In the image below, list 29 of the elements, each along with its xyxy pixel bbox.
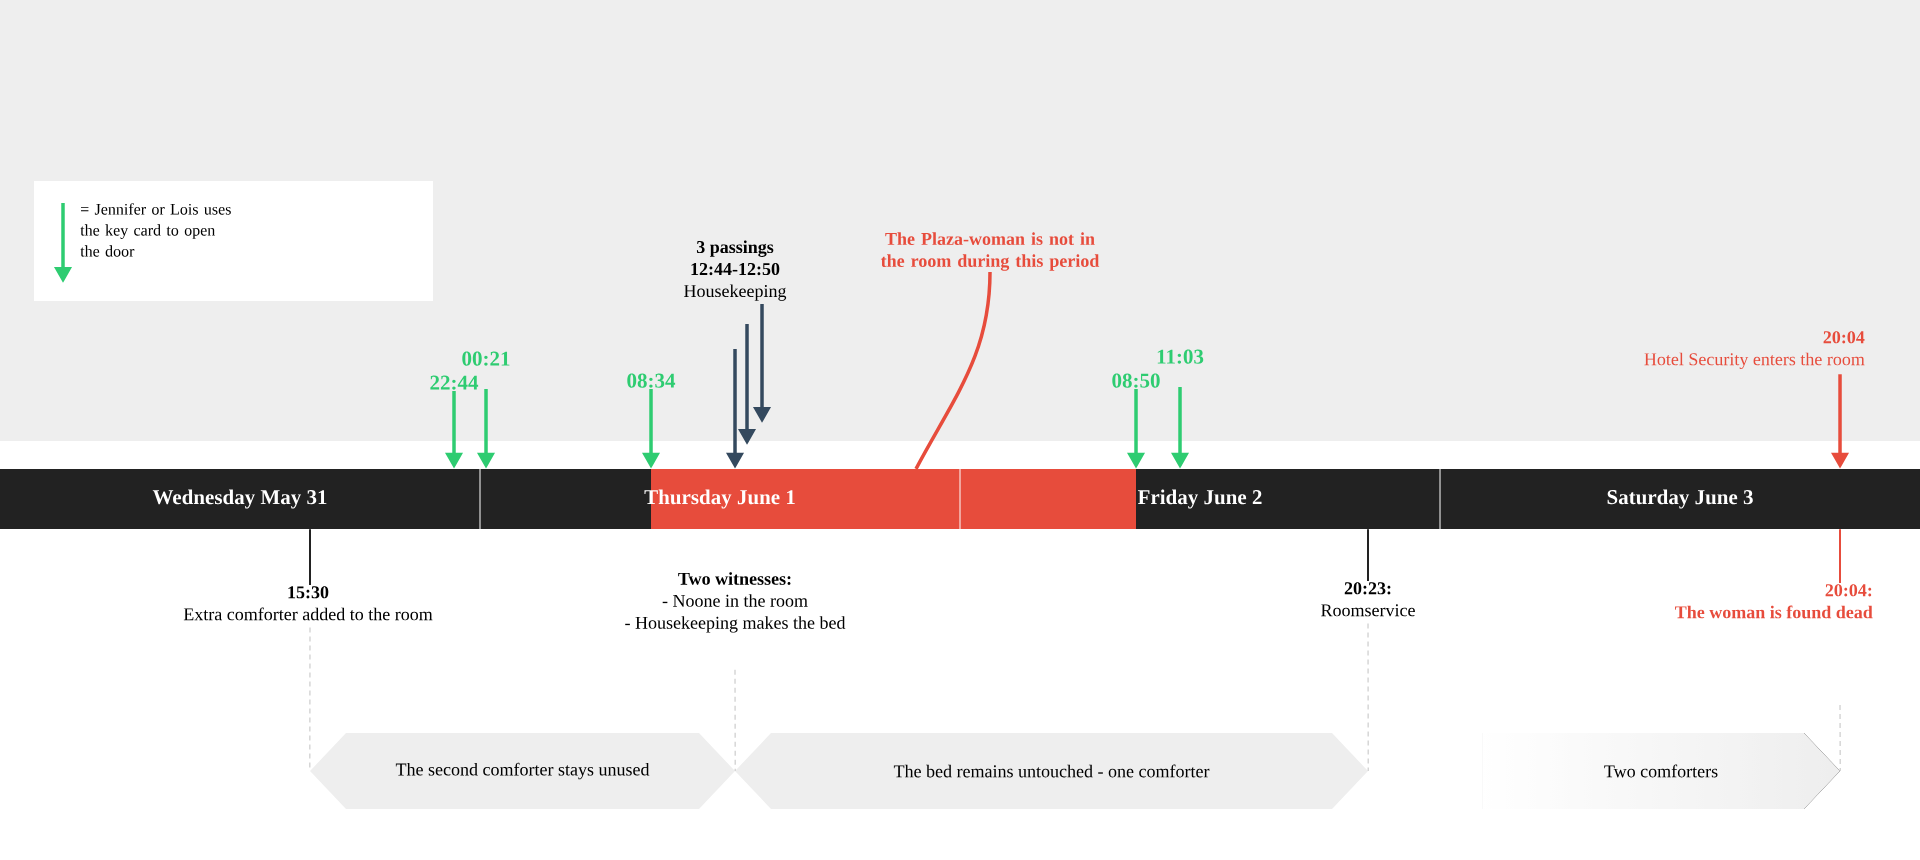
node-label: Wednesday May 31	[152, 489, 327, 509]
time-label: 00:21	[462, 351, 510, 366]
leader-line	[1367, 528, 1369, 582]
day-segment: Friday June 2	[960, 469, 1440, 529]
leader-line	[914, 271, 992, 470]
time-label: 08:34	[627, 373, 676, 388]
annotation-text: 20:04 Hotel Security enters the room	[1644, 331, 1865, 370]
guide-line	[1839, 704, 1841, 772]
node-label: Saturday June 3	[1607, 489, 1753, 509]
time-label: 08:50	[1112, 373, 1160, 388]
time-label: 22:44	[430, 375, 479, 390]
annotation-text: Two witnesses: - Noone in the room - Housekeeping makes the bed	[625, 572, 846, 633]
node-label: Friday June 2	[1137, 489, 1262, 509]
annotation-text: 15:30 Extra comforter added to the room	[183, 586, 433, 621]
time-label: 11:03	[1157, 349, 1204, 364]
day-segment: Wednesday May 31	[0, 469, 480, 529]
annotation-text: 20:04: The woman is found dead	[1675, 584, 1873, 619]
annotation-text: The Plaza-woman is not in the room during this period	[880, 232, 1100, 271]
guide-line	[734, 669, 736, 772]
phase-chevron: The bed remains untouched - one comforter	[735, 733, 1368, 809]
annotation-text: 20:23: Roomservice	[1321, 582, 1415, 617]
leader-line	[309, 528, 311, 586]
day-segment: Saturday June 3	[1440, 469, 1920, 529]
phase-chevron: The second comforter stays unused	[310, 733, 735, 809]
legend-text: = Jennifer or Lois uses the key card to open the door	[80, 203, 231, 257]
guide-line	[1367, 622, 1369, 772]
leader-line	[1839, 528, 1841, 584]
annotation-text: 3 passings 12:44-12:50 Housekeeping	[684, 240, 787, 301]
phase-chevron: Two comforters	[1482, 733, 1840, 809]
